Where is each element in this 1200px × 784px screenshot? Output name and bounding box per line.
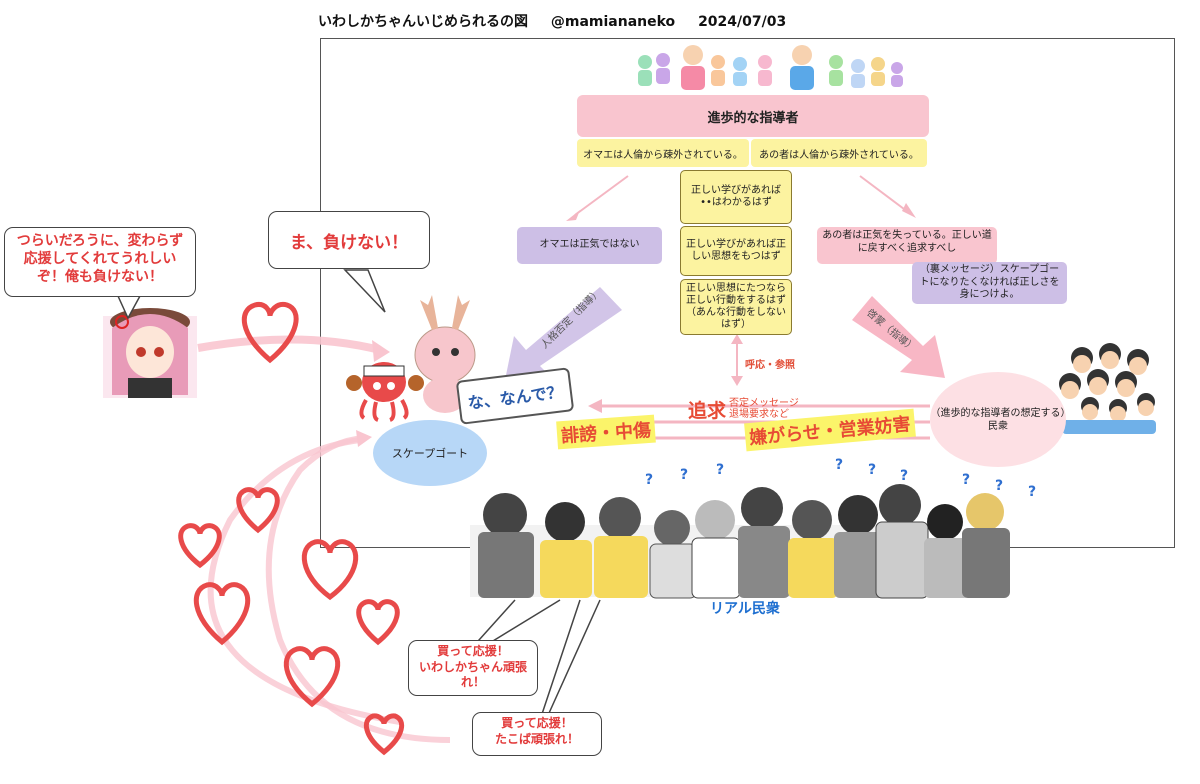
question-mark: ? (645, 472, 654, 488)
real-public-label: リアル民衆 (710, 601, 780, 617)
heart-icon (193, 582, 251, 646)
public-crowd-illustration (1059, 343, 1156, 434)
bubble-buy-iwashika: 買って応援！ いわしかちゃん頑張れ！ (408, 640, 538, 696)
heart-icon (301, 539, 359, 601)
heart-icon (356, 599, 400, 646)
real-public-crowd-illustration (470, 484, 1010, 599)
pursuit-label: 追求 否定メッセージ 退場要求など (688, 396, 799, 423)
hidden-message-box: （裏メッセージ）スケープゴートになりたくなければ正しさを身につけよ。 (912, 262, 1067, 304)
arrow-to-right-box (859, 175, 909, 213)
question-mark: ? (995, 478, 1004, 494)
title-author: @mamiananeko (550, 14, 676, 30)
bubble-buy-takoba: 買って応援！ たこば頑張れ！ (472, 712, 602, 756)
center-box-learning: 正しい学びがあれば ••はわかるはず (680, 170, 792, 224)
question-mark: ? (868, 462, 877, 478)
heart-icon (178, 523, 222, 569)
support-stream-1 (207, 437, 401, 725)
scapegoat-ellipse: スケープゴート (373, 420, 487, 486)
arrow-enlightenment (852, 296, 945, 378)
leader-msg-right: あの者は人倫から疎外されている。 (751, 139, 927, 167)
question-mark: ? (1028, 484, 1037, 500)
arrow-personality-denial (505, 287, 622, 380)
support-stream-top (197, 335, 381, 354)
hearts-group (178, 301, 405, 756)
leader-msg-left: オマエは人倫から疎外されている。 (577, 139, 749, 167)
heart-icon (363, 713, 405, 756)
center-box-action: 正しい思想にたつなら正しい行動をするはず（あんな行動をしないはず） (680, 279, 792, 335)
question-mark: ? (962, 472, 971, 488)
title-main: いわしかちゃんいじめられるの図 (318, 14, 528, 30)
scapegoat-mascots-illustration (346, 295, 476, 422)
imagined-public-ellipse: （進歩的な指導者の想定する）民衆 (930, 372, 1066, 467)
pursuit-big: 追求 (688, 400, 727, 422)
heart-icon (283, 646, 341, 708)
arrow-to-left-box (574, 175, 629, 216)
pursuit-small-1: 否定メッセージ (729, 398, 799, 409)
pointer-buy-2 (539, 599, 581, 721)
center-box-thought: 正しい学びがあれば正しい思想をもつはず (680, 226, 792, 276)
supporter-character-illustration (103, 308, 197, 398)
heart-icon (241, 301, 299, 364)
question-mark: ? (716, 462, 725, 478)
question-mark: ? (680, 467, 689, 483)
question-mark: ? (835, 457, 844, 473)
title-date: 2024/07/03 (698, 14, 787, 30)
question-mark: ? (900, 468, 909, 484)
right-box-pursue: あの者は正気を失っている。正しい道に戻すべく追求すべし (817, 227, 997, 264)
bubble-supporter: つらいだろうに、変わらず応援してくれてうれしいぞ！俺も負けない！ (4, 227, 196, 297)
figure-title: いわしかちゃんいじめられるの図 @mamiananeko 2024/07/03 (318, 11, 804, 31)
pursuit-small-2: 退場要求など (729, 408, 790, 420)
support-stream-2 (265, 435, 451, 743)
leaders-crowd-illustration (638, 45, 903, 90)
heart-icon (236, 487, 280, 534)
arrow-label-center: 呼応・参照 (745, 360, 795, 371)
progressive-leader-box: 進歩的な指導者 (577, 95, 929, 137)
bubble-makenai: ま、負けない！ (268, 211, 430, 269)
left-box-not-sane: オマエは正気ではない (517, 227, 662, 264)
